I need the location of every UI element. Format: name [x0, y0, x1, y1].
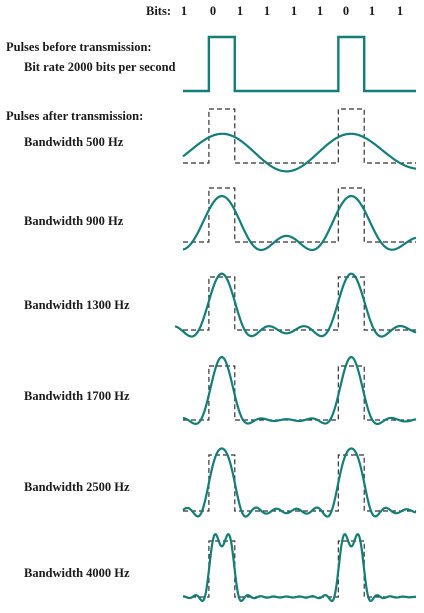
bit-value: 0: [342, 4, 350, 18]
reference-pulse-900hz: [183, 187, 416, 243]
bandwidth-label-1700: Bandwidth 1700 Hz: [24, 389, 130, 403]
bit-value: 1: [316, 4, 324, 18]
reference-pulse-1300hz: [183, 276, 416, 331]
reference-pulse-2500hz: [183, 454, 416, 512]
received-waveform-1700hz: [182, 355, 417, 425]
reference-pulse-1700hz: [183, 365, 416, 421]
bitrate-label: Bit rate 2000 bits per second: [24, 60, 176, 74]
received-waveform-1300hz: [174, 272, 417, 338]
received-waveform-4000hz: [182, 533, 417, 603]
received-waveform-500hz: [182, 132, 417, 173]
bit-value: 1: [180, 4, 188, 18]
bit-value: 1: [263, 4, 271, 18]
reference-pulse-4000hz: [183, 540, 416, 598]
reference-pulse-500hz: [183, 108, 416, 164]
received-waveform-900hz: [182, 194, 417, 252]
bandwidth-label-500: Bandwidth 500 Hz: [24, 135, 124, 149]
bandwidth-label-900: Bandwidth 900 Hz: [24, 214, 124, 228]
bits-label: Bits:: [146, 4, 171, 18]
received-waveform-2500hz: [182, 447, 417, 518]
heading-pulses-after: Pulses after transmission:: [6, 109, 144, 123]
heading-pulses-before: Pulses before transmission:: [6, 40, 152, 54]
bandwidth-label-4000: Bandwidth 4000 Hz: [24, 566, 130, 580]
bit-value: 1: [236, 4, 244, 18]
bandwidth-label-1300: Bandwidth 1300 Hz: [24, 298, 130, 312]
bit-value: 1: [368, 4, 376, 18]
bit-value: 0: [209, 4, 217, 18]
bit-value: 1: [290, 4, 298, 18]
original-pulse-train: [183, 35, 416, 93]
bit-value: 1: [396, 4, 404, 18]
bandwidth-label-2500: Bandwidth 2500 Hz: [24, 480, 130, 494]
